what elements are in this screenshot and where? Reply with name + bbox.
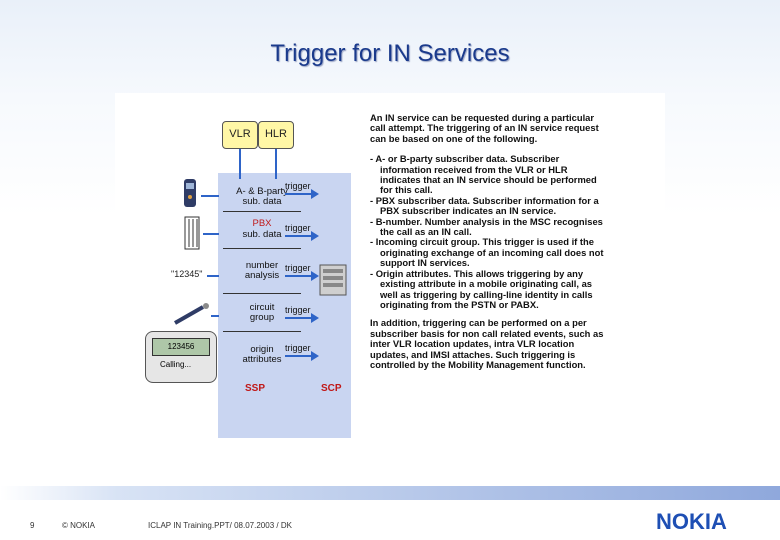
list-item: - B-number. Number analysis in the MSC r… — [370, 215, 603, 238]
trigger-arrow — [285, 235, 313, 237]
scp-panel — [315, 173, 351, 438]
box-origin-attributes: origin attributes — [242, 344, 282, 365]
arrowhead-icon — [311, 351, 319, 361]
cable-icon — [174, 303, 209, 325]
footer-bar — [0, 486, 780, 500]
box-pbx-label: PBX — [252, 218, 272, 229]
vlr-arrow — [239, 149, 241, 179]
trigger-arrow — [285, 355, 313, 357]
arrowhead-icon — [311, 189, 319, 199]
arrowhead-icon — [311, 271, 319, 281]
vlr-database-icon: VLR — [222, 121, 258, 149]
separator — [223, 293, 301, 294]
separator — [223, 248, 301, 249]
trigger-arrow — [285, 193, 313, 195]
box-pbx-data: sub. data — [242, 229, 282, 240]
server-icon — [319, 264, 347, 296]
trigger-label: trigger — [285, 263, 311, 273]
trigger-label: trigger — [285, 343, 311, 353]
hlr-database-icon: HLR — [258, 121, 294, 149]
mobile-phone-icon — [184, 179, 196, 207]
nokia-logo: NOKIA — [656, 509, 727, 534]
trigger-arrow — [285, 275, 313, 277]
list-item: - Incoming circuit group. This trigger i… — [370, 236, 604, 269]
box-party-data: A- & B-party sub. data — [236, 186, 288, 207]
input-arrow — [203, 233, 219, 235]
box-circuit-group: circuit group — [249, 302, 275, 323]
arrowhead-icon — [311, 313, 319, 323]
input-arrow — [211, 315, 219, 317]
file-info: ICLAP IN Training.PPT/ 08.07.2003 / DK — [148, 521, 292, 530]
scp-label: SCP — [321, 383, 342, 394]
input-arrow — [207, 275, 219, 277]
list-item: - PBX subscriber data. Subscriber inform… — [370, 194, 599, 217]
input-arrow — [201, 195, 219, 197]
description-outro: In addition, triggering can be performed… — [370, 317, 604, 370]
description: An IN service can be requested during a … — [370, 112, 605, 380]
trigger-label: trigger — [285, 181, 311, 191]
arrowhead-icon — [311, 231, 319, 241]
separator — [223, 331, 301, 332]
separator — [223, 211, 301, 212]
trigger-arrow — [285, 317, 313, 319]
mobile-handset-icon: 123456 Calling... — [145, 331, 217, 383]
trigger-label: trigger — [285, 305, 311, 315]
dialed-number: "12345" — [171, 269, 203, 279]
ssp-label: SSP — [245, 383, 266, 394]
slide-title: Trigger for IN Services — [270, 40, 510, 67]
page-number: 9 — [30, 521, 35, 530]
copyright: © NOKIA — [62, 521, 96, 530]
pbx-icon — [184, 216, 200, 250]
list-item: - Origin attributes. This allows trigger… — [370, 267, 593, 310]
hlr-arrow — [275, 149, 277, 179]
trigger-diagram: VLR HLR A- & B-party sub. data PBX sub. … — [115, 93, 665, 443]
description-intro: An IN service can be requested during a … — [370, 112, 599, 144]
trigger-list: - A- or B-party subscriber data. Subscri… — [370, 154, 605, 310]
phone-calling-text: Calling... — [160, 360, 192, 369]
phone-screen: 123456 — [152, 338, 210, 356]
list-item: - A- or B-party subscriber data. Subscri… — [370, 153, 597, 196]
trigger-label: trigger — [285, 223, 311, 233]
box-number-analysis: number analysis — [244, 260, 280, 281]
